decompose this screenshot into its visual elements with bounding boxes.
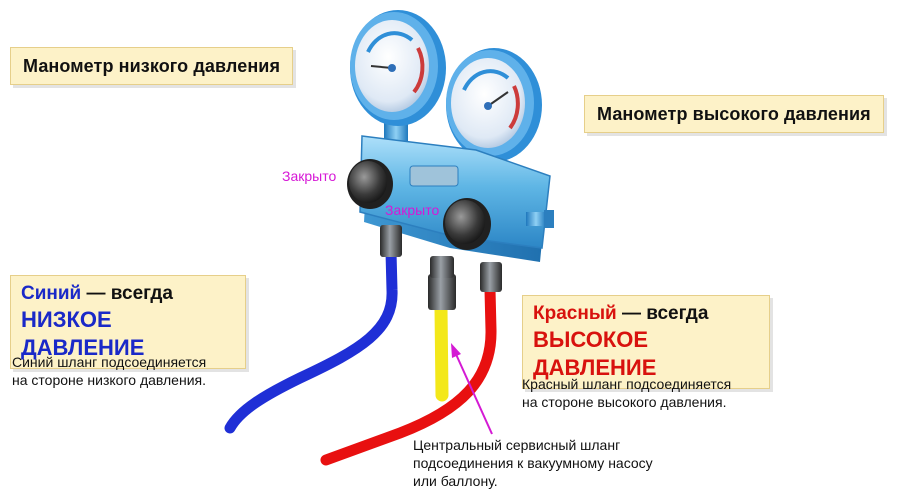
blue-hose-label: Синий — всегда НИЗКОЕ ДАВЛЕНИЕ (10, 275, 246, 369)
closed-label-left: Закрыто (282, 168, 337, 184)
red-hose-pressure: ВЫСОКОЕ ДАВЛЕНИЕ (533, 327, 657, 380)
center-hose-note-line2: подсоединения к вакуумному насосу (413, 455, 653, 471)
center-fitting (428, 274, 456, 310)
high-gauge-label: Манометр высокого давления (584, 95, 884, 133)
low-gauge-label: Манометр низкого давления (10, 47, 294, 85)
low-gauge-label-text: Манометр низкого давления (23, 56, 281, 76)
red-hose-line1: Красный — всегда (533, 302, 759, 326)
side-fitting (430, 256, 454, 278)
blue-hose-pressure: НИЗКОЕ ДАВЛЕНИЕ (21, 307, 145, 360)
blue-hose-line1: Синий — всегда (21, 282, 235, 306)
center-hose-pointer-arrow (451, 343, 493, 435)
low-valve-knob (347, 159, 393, 209)
high-valve-knob (443, 198, 491, 250)
high-pressure-gauge (446, 48, 542, 162)
red-hose-suffix: — всегда (616, 303, 709, 324)
blue-hose-note: Синий шланг подсоединяется на стороне ни… (12, 353, 206, 389)
red-hose-note-line1: Красный шланг подсоединяется (522, 376, 732, 392)
yellow-hose (434, 301, 449, 402)
blue-hose (224, 246, 398, 434)
center-hose-note-line1: Центральный сервисный шланг (413, 437, 621, 453)
center-hose-note: Центральный сервисный шланг подсоединени… (413, 436, 653, 490)
low-pressure-gauge (350, 10, 446, 126)
closed-label-right: Закрыто (385, 202, 440, 218)
blue-hose-note-line2: на стороне низкого давления. (12, 372, 206, 388)
blue-hose-note-line1: Синий шланг подсоединяется (12, 354, 207, 370)
red-hose (320, 284, 497, 466)
red-hose-note: Красный шланг подсоединяется на стороне … (522, 375, 731, 411)
right-fitting (480, 262, 502, 292)
red-hose-color-word: Красный (533, 303, 617, 324)
left-fitting (380, 225, 402, 257)
red-hose-note-line2: на стороне высокого давления. (522, 394, 727, 410)
center-hose-note-line3: или баллону. (413, 473, 498, 489)
red-hose-label: Красный — всегда ВЫСОКОЕ ДАВЛЕНИЕ (522, 295, 770, 389)
blue-hose-suffix: — всегда (81, 283, 173, 304)
blue-hose-color-word: Синий (21, 283, 82, 304)
high-gauge-label-text: Манометр высокого давления (597, 104, 871, 124)
